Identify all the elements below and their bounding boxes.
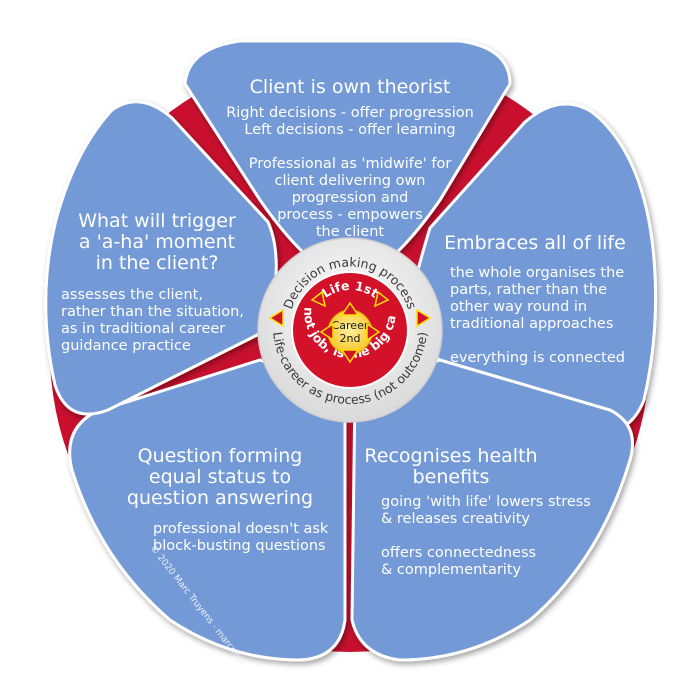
hub-arrow-up-icon bbox=[340, 301, 360, 316]
petal-right-body-line: traditional approaches bbox=[450, 316, 613, 332]
petal-left-body-line: assesses the client, bbox=[61, 287, 203, 303]
petal-left-title-line: a 'a-ha' moment bbox=[79, 231, 235, 253]
petal-bottom-right-body-line bbox=[381, 528, 386, 544]
hub-arrow-down-icon bbox=[340, 349, 360, 364]
hub-core-line1: Career bbox=[332, 319, 369, 332]
hub-outer-arrow-left-icon bbox=[310, 290, 327, 308]
petal-bottom-right-body-line: going 'with life' lowers stress bbox=[381, 494, 591, 510]
petal-top-title: Client is own theorist bbox=[250, 76, 451, 98]
hub-outer-arrow-right-icon bbox=[373, 290, 390, 308]
petal-right-content: Embraces all of life the whole organises… bbox=[444, 232, 626, 366]
hub-arrow-right-icon bbox=[366, 322, 381, 342]
petal-bottom-right-body-line: & releases creativity bbox=[381, 511, 530, 527]
petal-bottom-right-title-line: Recognises health bbox=[364, 445, 537, 467]
petal-left-body-line: rather than the situation, bbox=[61, 304, 244, 320]
petal-left-body-line: guidance practice bbox=[61, 338, 191, 354]
petal-bottom-left-body-line: block-busting questions bbox=[153, 538, 326, 554]
hub-arrow-left-icon bbox=[319, 322, 334, 342]
petal-top-body-line: process - empowers bbox=[277, 207, 423, 223]
petal-right-body-line: everything is connected bbox=[450, 350, 625, 366]
petal-bottom-left bbox=[68, 358, 347, 662]
petal-top-body-line: Left decisions - offer learning bbox=[244, 122, 455, 138]
petal-right-body-line: other way round in bbox=[450, 299, 587, 315]
petal-left-title-line: in the client? bbox=[96, 252, 219, 274]
petal-left-body: assesses the client,rather than the situ… bbox=[61, 287, 244, 354]
petal-right-body-line: parts, rather than the bbox=[450, 282, 607, 298]
petal-bottom-right-body-line: & complementarity bbox=[381, 562, 522, 578]
petal-bottom-right bbox=[350, 358, 634, 662]
petal-left-title-line: What will trigger bbox=[78, 210, 236, 232]
petal-top-body-line: client delivering own bbox=[274, 173, 425, 189]
petal-right-body-line bbox=[450, 333, 455, 349]
petal-top-body-line bbox=[348, 139, 353, 155]
petal-bottom-left-body-line: professional doesn't ask bbox=[153, 521, 329, 537]
petal-bottom-right-body: going 'with life' lowers stress& release… bbox=[381, 494, 591, 578]
petal-top-body-line: Professional as 'midwife' for bbox=[249, 156, 452, 172]
petal-left bbox=[44, 100, 278, 416]
petal-top-body-line: the client bbox=[316, 224, 385, 240]
hub-core-line2: 2nd bbox=[340, 332, 361, 345]
hub-outer-arrow-upleft-icon bbox=[268, 308, 284, 328]
petal-top-body-line: progression and bbox=[292, 190, 409, 206]
petal-top-content: Client is own theorist Right decisions -… bbox=[226, 76, 474, 240]
petal-top-body-line: Right decisions - offer progression bbox=[226, 105, 474, 121]
petal-bottom-left-title-line: Question forming bbox=[138, 445, 303, 467]
petal-left-body-line: as in traditional career bbox=[61, 321, 225, 337]
petal-bottom-left-title-line: equal status to bbox=[149, 466, 291, 488]
petal-bottom-left-title-line: question answering bbox=[127, 487, 313, 509]
petal-right-body-line: the whole organises the bbox=[450, 265, 624, 281]
hub-outer-arrow-upright-icon bbox=[416, 308, 432, 328]
petal-bottom-right-title-line: benefits bbox=[413, 466, 490, 488]
petal-bottom-right-body-line: offers connectedness bbox=[381, 545, 536, 561]
petal-right-title: Embraces all of life bbox=[444, 232, 626, 254]
